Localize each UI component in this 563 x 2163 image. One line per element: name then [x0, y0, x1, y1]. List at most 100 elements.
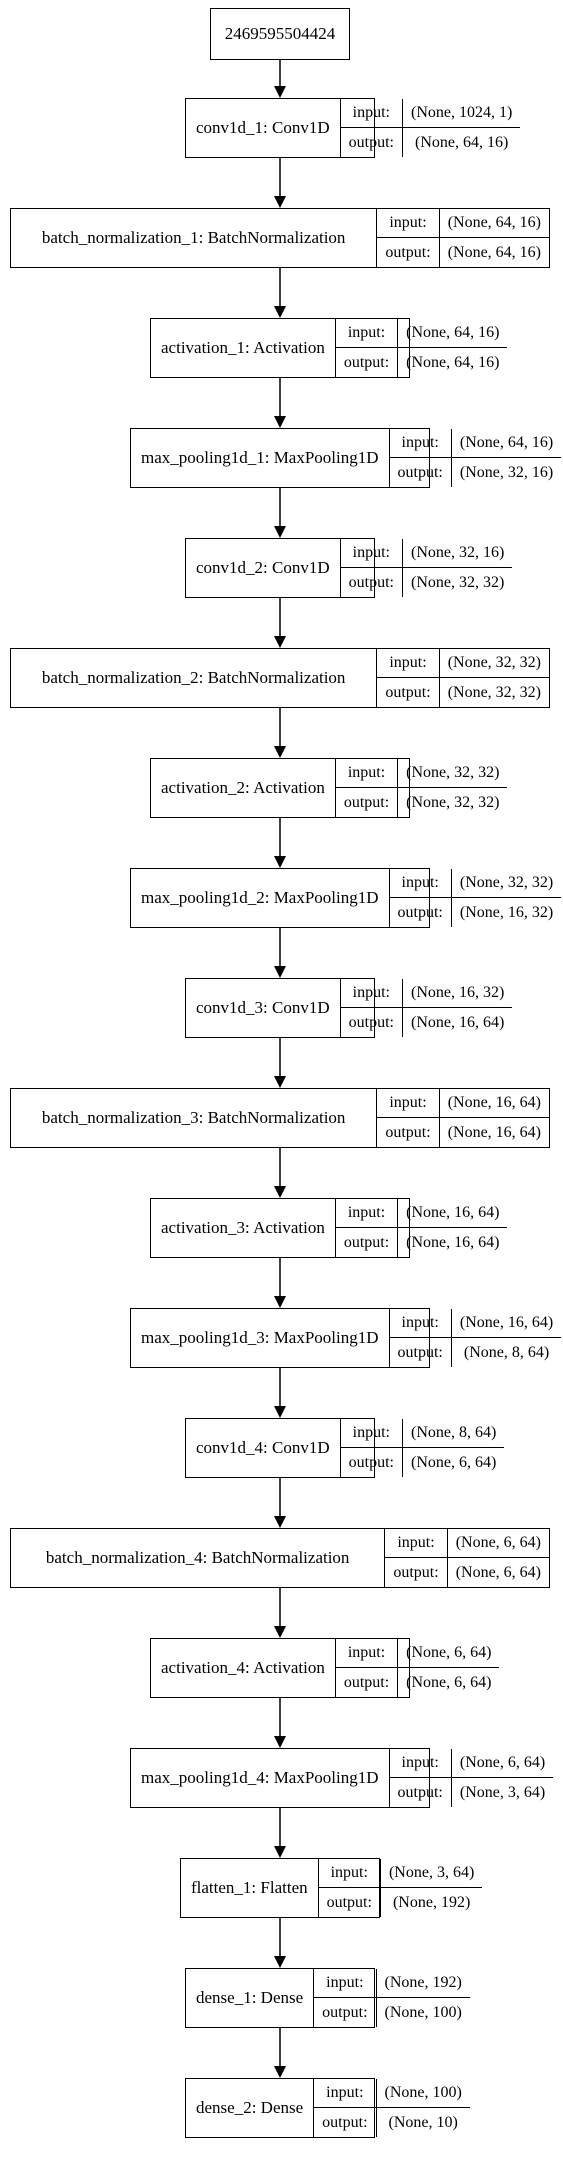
input-shape: (None, 6, 64) [398, 1639, 500, 1668]
io-table: input:(None, 16, 32)output:(None, 16, 64… [340, 979, 513, 1037]
input-label: input: [335, 319, 399, 348]
layer-name: max_pooling1d_2: MaxPooling1D [131, 869, 390, 927]
layer-name: flatten_1: Flatten [181, 1859, 319, 1917]
io-table: input:(None, 192)output:(None, 100) [314, 1969, 470, 2027]
input-shape: (None, 16, 64) [451, 1309, 562, 1338]
input-label: input: [340, 539, 403, 568]
output-label: output: [390, 1338, 452, 1367]
io-table: input:(None, 1024, 1)output:(None, 64, 1… [340, 99, 521, 157]
output-shape: (None, 32, 16) [459, 463, 554, 481]
input-label: input: [377, 649, 440, 678]
input-label: input: [318, 1859, 381, 1888]
layer-name: conv1d_4: Conv1D [186, 1419, 341, 1477]
input-label: input: [335, 759, 399, 788]
output-label: output: [390, 458, 452, 487]
io-table: input:(None, 6, 64)output:(None, 3, 64) [389, 1749, 554, 1807]
output-shape: (None, 6, 64) [406, 1673, 492, 1691]
io-table: input:(None, 8, 64)output: (None, 6, 64) [340, 1419, 505, 1477]
input-shape: (None, 32, 32) [398, 759, 508, 788]
input-label: input: [389, 1749, 452, 1778]
input-label: input: [389, 429, 452, 458]
output-label: output: [336, 1668, 399, 1697]
layer-name: activation_3: Activation [151, 1199, 336, 1257]
layer-node: batch_normalization_3: BatchNormalizatio… [10, 1088, 550, 1148]
layer-name: activation_1: Activation [151, 319, 336, 377]
layer-name: batch_normalization_4: BatchNormalizatio… [11, 1529, 386, 1587]
io-table: input:(None, 64, 16)output: (None, 32, 16… [389, 429, 562, 487]
output-shape: (None, 16, 32) [459, 903, 554, 921]
layer-name: conv1d_3: Conv1D [186, 979, 341, 1037]
output-shape: (None, 6, 64) [410, 1453, 497, 1471]
input-shape: (None, 32, 32) [439, 649, 549, 678]
io-table: input:(None, 6, 64)output:(None, 6, 64) [335, 1639, 500, 1697]
io-table: input:(None, 16, 64)output:(None, 16, 64… [377, 1089, 549, 1147]
input-label: input: [377, 209, 440, 238]
output-shape: (None, 8, 64) [463, 1343, 550, 1361]
output-label: output: [319, 1888, 381, 1917]
input-shape: (None, 16, 64) [439, 1089, 549, 1118]
layer-name: dense_2: Dense [186, 2079, 315, 2137]
io-table: input:(None, 32, 16)output:(None, 32, 32… [340, 539, 513, 597]
output-shape: (None, 64, 16) [447, 243, 541, 261]
input-label: input: [389, 869, 452, 898]
output-label: output: [314, 2108, 377, 2137]
io-table: input:(None, 100)output:(None, 10) [314, 2079, 470, 2137]
input-label: input: [389, 1309, 452, 1338]
input-label: input: [340, 1419, 403, 1448]
io-table: input:(None, 32, 32)output:(None, 16, 32… [389, 869, 562, 927]
input-shape: (None, 6, 64) [447, 1529, 549, 1558]
output-label: output: [341, 568, 403, 597]
layer-node: batch_normalization_4: BatchNormalizatio… [10, 1528, 550, 1588]
input-shape: (None, 64, 16) [451, 429, 562, 458]
output-label: output: [314, 1998, 377, 2027]
input-shape: (None, 64, 16) [398, 319, 508, 348]
output-label: output: [377, 238, 440, 267]
input-label: input: [377, 1089, 440, 1118]
output-shape: (None, 16, 64) [410, 1013, 505, 1031]
input-shape: (None, 192) [376, 1969, 470, 1998]
io-table: input:(None, 16, 64)output: (None, 8, 64) [389, 1309, 562, 1367]
layer-name: max_pooling1d_4: MaxPooling1D [131, 1749, 390, 1807]
output-label: output: [336, 1228, 399, 1257]
output-shape: (None, 32, 32) [447, 683, 541, 701]
layer-name: activation_2: Activation [151, 759, 336, 817]
output-label: output: [341, 1448, 403, 1477]
input-shape: (None, 16, 32) [402, 979, 513, 1008]
input-shape: (None, 8, 64) [402, 1419, 505, 1448]
output-label: output: [390, 898, 452, 927]
layer-node: batch_normalization_2: BatchNormalizatio… [10, 648, 550, 708]
input-shape: (None, 3, 64) [380, 1859, 483, 1888]
layer-name: conv1d_2: Conv1D [186, 539, 341, 597]
input-shape: (None, 1024, 1) [402, 99, 521, 128]
input-label: input: [340, 979, 403, 1008]
output-shape: (None, 6, 64) [455, 1563, 541, 1581]
input-label: input: [314, 1969, 377, 1998]
input-label: input: [335, 1639, 399, 1668]
input-node-id: 2469595504424 [224, 24, 336, 43]
io-table: input:(None, 64, 16)output:(None, 64, 16… [377, 209, 549, 267]
io-table: input:(None, 3, 64)output:(None, 192) [318, 1859, 483, 1917]
layer-name: activation_4: Activation [151, 1639, 336, 1697]
input-shape: (None, 64, 16) [439, 209, 549, 238]
output-label: output: [336, 348, 399, 377]
layer-name: batch_normalization_1: BatchNormalizatio… [11, 209, 378, 267]
input-label: input: [335, 1199, 399, 1228]
output-shape: (None, 16, 64) [447, 1123, 541, 1141]
output-label: output: [336, 788, 399, 817]
layer-name: batch_normalization_2: BatchNormalizatio… [11, 649, 378, 707]
input-label: input: [340, 99, 403, 128]
output-shape: (None, 64, 16) [414, 133, 509, 151]
